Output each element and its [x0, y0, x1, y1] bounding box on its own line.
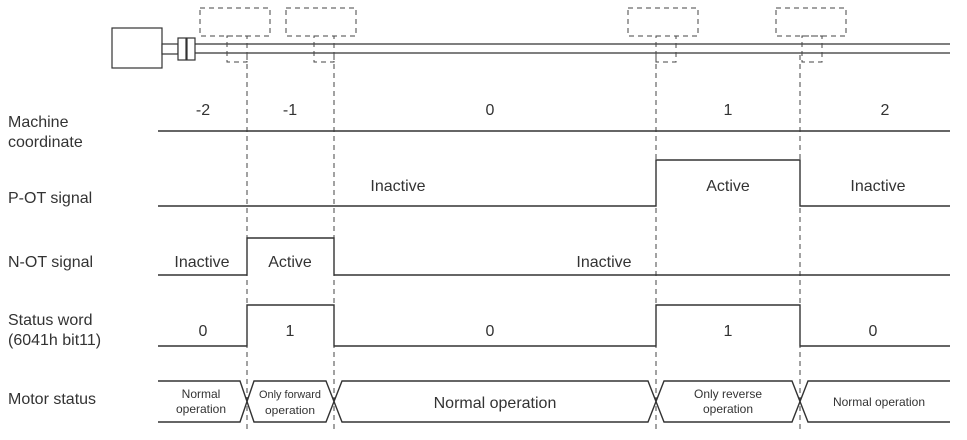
n-ot-active-label: Active: [268, 254, 312, 271]
p-ot-signal-row: Inactive Active Inactive: [158, 159, 950, 207]
label-n-ot-signal: N-OT signal: [8, 254, 93, 271]
n-side-switch-2: [313, 35, 335, 63]
coordinate-value: -1: [283, 102, 297, 119]
status-word-value: 0: [869, 323, 878, 340]
label-p-ot-signal: P-OT signal: [8, 190, 92, 207]
motor-status-bus-bottom: [158, 380, 950, 423]
n-ot-inactive-label-right: Inactive: [576, 254, 631, 271]
motor-status-seg4-line2: operation: [703, 402, 753, 416]
coupling-right: [186, 37, 196, 61]
machine-illustration: [111, 7, 950, 69]
status-word-value: 0: [199, 323, 208, 340]
n-side-table-outline-2: [285, 7, 357, 37]
status-word-value: 0: [486, 323, 495, 340]
n-ot-signal-row: Inactive Active Inactive: [158, 237, 950, 276]
n-ot-inactive-label-left: Inactive: [174, 254, 229, 271]
p-side-switch-2: [801, 35, 823, 63]
motor-shaft: [161, 43, 179, 55]
motor-status-seg4-line1: Only reverse: [694, 387, 762, 401]
p-side-table-outline-2: [775, 7, 847, 37]
status-word-waveform: [158, 304, 950, 347]
label-machine-coordinate-1: Machine: [8, 114, 69, 131]
p-side-switch-1: [655, 35, 677, 63]
motor-status-row: Normal operation Only forward operation …: [158, 380, 950, 423]
coordinate-value: 1: [724, 102, 733, 119]
motor-status-seg1-line1: Normal: [182, 387, 221, 401]
p-ot-active-label: Active: [706, 178, 750, 195]
n-ot-waveform: [158, 237, 950, 276]
machine-coordinate-row: -2 -1 0 1 2: [158, 102, 950, 132]
status-word-row: 0 1 0 1 0: [158, 304, 950, 347]
coordinate-value: -2: [196, 102, 210, 119]
label-status-word-2: (6041h bit11): [8, 332, 101, 349]
row-labels: Machine coordinate P-OT signal N-OT sign…: [8, 114, 101, 408]
n-side-table-outline: [199, 7, 271, 37]
motor-status-seg1-line2: operation: [176, 402, 226, 416]
label-motor-status: Motor status: [8, 391, 96, 408]
status-word-value: 1: [724, 323, 733, 340]
label-machine-coordinate-2: coordinate: [8, 134, 83, 151]
motor-status-seg3: Normal operation: [434, 395, 557, 412]
p-side-table-outline: [627, 7, 699, 37]
coordinate-value: 2: [881, 102, 890, 119]
motor-status-seg2-line2: operation: [265, 405, 315, 417]
coupling-left: [177, 37, 187, 61]
motor-status-seg2-line1: Only forward: [259, 389, 321, 401]
p-ot-waveform: [158, 159, 950, 207]
status-word-value: 1: [286, 323, 295, 340]
label-status-word-1: Status word: [8, 312, 92, 329]
n-side-switch-1: [226, 35, 248, 63]
coordinate-value: 0: [486, 102, 495, 119]
motor-body: [111, 27, 163, 69]
p-ot-inactive-label-right: Inactive: [850, 178, 905, 195]
boundary-lines: [246, 55, 801, 432]
motor-status-seg5: Normal operation: [833, 395, 925, 409]
p-ot-inactive-label: Inactive: [370, 178, 425, 195]
